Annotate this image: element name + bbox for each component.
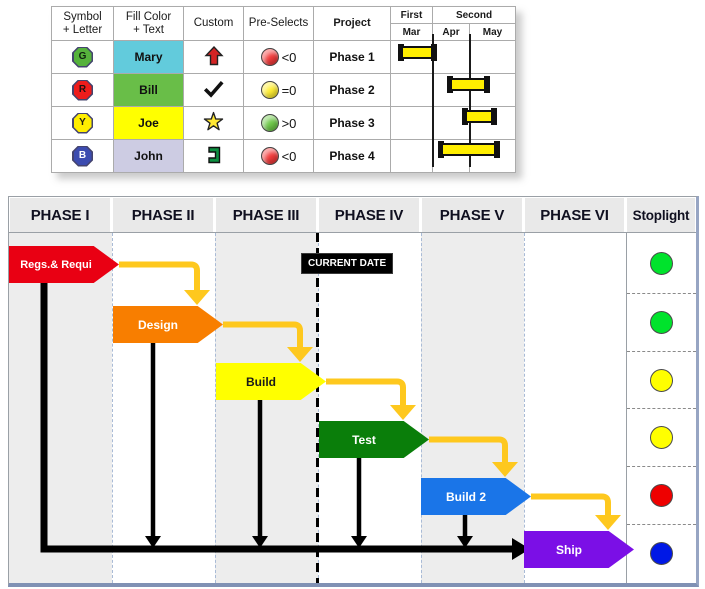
fill-color-cell: John <box>113 139 184 173</box>
symbol-letter: B <box>73 147 92 165</box>
stoplight-cell <box>627 294 696 352</box>
signal-circle-icon <box>260 147 279 165</box>
octagon-symbol: R <box>72 79 93 101</box>
task-chevron-regs: Regs.& Requi <box>9 246 119 283</box>
stoplight-dot-icon <box>650 368 673 392</box>
stoplight-cell <box>627 233 696 294</box>
phase-column-6 <box>524 233 626 583</box>
column-header-project: Project <box>313 6 391 41</box>
period-header-second: Second <box>432 6 516 24</box>
signal-operator: <0 <box>281 148 297 164</box>
signal-circle-icon <box>260 48 279 66</box>
phase-header-4: PHASE IV <box>319 198 419 232</box>
signal-operator: <0 <box>281 49 297 65</box>
fill-color-cell: Joe <box>113 106 184 140</box>
signal-operator: >0 <box>281 115 297 131</box>
stoplight-dot-icon <box>650 426 673 449</box>
header-divider <box>9 232 696 233</box>
month-divider-line <box>432 34 434 167</box>
stoplight-cell <box>627 352 696 409</box>
phase-column-3 <box>215 233 318 583</box>
check-mark-icon <box>203 80 224 98</box>
gantt-bar <box>447 76 490 93</box>
octagon-symbol: Y <box>72 112 93 134</box>
stoplight-dot-icon <box>650 311 673 334</box>
month-header-apr: Apr <box>432 23 470 41</box>
project-cell: Phase 3 <box>313 106 391 140</box>
column-separator <box>112 233 113 583</box>
phase-header-3: PHASE III <box>216 198 316 232</box>
gantt-bar <box>438 141 500 158</box>
stoplight-cell <box>627 467 696 525</box>
phase-header-1: PHASE I <box>10 198 110 232</box>
stoplight-column-border <box>626 233 627 583</box>
bracket-icon <box>207 146 220 163</box>
phase-column-5 <box>421 233 524 583</box>
column-separator <box>421 233 422 583</box>
signal-operator: =0 <box>281 82 297 98</box>
octagon-symbol: B <box>72 145 93 167</box>
task-chevron-ship: Ship <box>524 531 634 568</box>
fill-color-cell: Bill <box>113 73 184 107</box>
current-date-label: CURRENT DATE <box>301 253 394 274</box>
column-header-custom: Custom <box>183 6 244 41</box>
project-cell: Phase 4 <box>313 139 391 173</box>
stoplight-dot-icon <box>650 542 673 565</box>
phase-header-5: PHASE V <box>422 198 522 232</box>
fill-color-cell: Mary <box>113 40 184 74</box>
column-header-pre-selects: Pre-Selects <box>243 6 314 41</box>
column-separator <box>524 233 525 583</box>
column-header-symbol-letter: Symbol + Letter <box>51 6 114 41</box>
phase-column-2 <box>112 233 215 583</box>
stoplight-dot-icon <box>650 484 673 507</box>
phase-header-6: PHASE VI <box>525 198 624 232</box>
legend-row-mary: G Mary <0 Phase 1 <box>51 40 516 74</box>
symbol-letter: Y <box>73 114 92 132</box>
column-separator <box>215 233 216 583</box>
phase-flow-chart: PHASE I PHASE II PHASE III PHASE IV PHAS… <box>8 196 699 587</box>
project-cell: Phase 1 <box>313 40 391 74</box>
gantt-bar <box>398 44 437 61</box>
phase-header-2: PHASE II <box>113 198 213 232</box>
legend-row-joe: Y Joe >0 Phase 3 <box>51 106 516 140</box>
stoplight-cell <box>627 525 696 582</box>
star-icon <box>203 111 224 131</box>
current-date-line <box>316 233 319 583</box>
legend-row-bill: R Bill =0 Phase 2 <box>51 73 516 107</box>
month-header-may: May <box>469 23 516 41</box>
signal-circle-icon <box>260 114 279 132</box>
symbol-letter: R <box>73 81 92 99</box>
octagon-symbol: G <box>72 46 93 68</box>
phase-column-1 <box>9 233 112 583</box>
project-cell: Phase 2 <box>313 73 391 107</box>
column-header-fill-color-text: Fill Color + Text <box>113 6 184 41</box>
stoplight-dot-icon <box>650 251 673 275</box>
up-arrow-icon <box>203 45 224 65</box>
gantt-bar <box>462 108 497 125</box>
stoplight-header: Stoplight <box>627 198 695 232</box>
month-header-mar: Mar <box>390 23 433 41</box>
stoplight-cell <box>627 409 696 467</box>
symbol-letter: G <box>73 48 92 66</box>
period-header-first: First <box>390 6 433 24</box>
month-divider-line <box>469 34 471 167</box>
phase-column-4 <box>318 233 421 583</box>
signal-circle-icon <box>260 81 279 99</box>
